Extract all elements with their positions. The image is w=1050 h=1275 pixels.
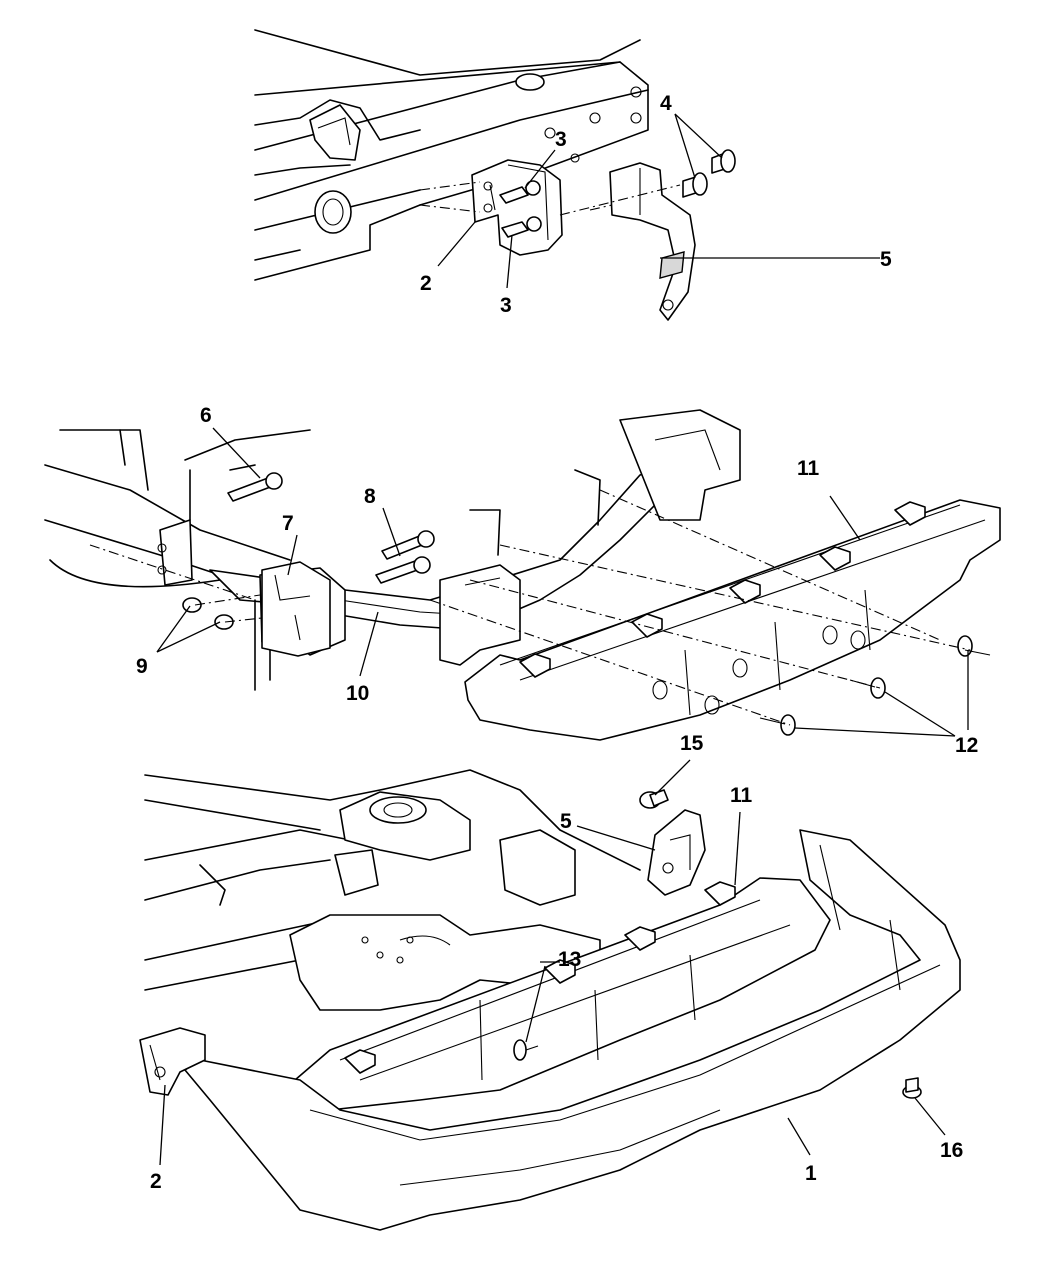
middle-view-frame <box>44 429 311 588</box>
push-pin-part-13 <box>513 1039 539 1061</box>
callout-15: 15 <box>680 732 704 755</box>
reinforcement-part-11-bottom <box>294 877 831 1111</box>
callout-9: 9 <box>136 655 148 678</box>
callout-4: 4 <box>660 92 672 115</box>
nut-part-15 <box>639 789 669 809</box>
fastener-part-16 <box>902 1077 922 1099</box>
bracket-part-7 <box>261 561 331 657</box>
callout-8: 8 <box>364 485 376 508</box>
bracket-part-2-top <box>471 159 563 256</box>
callout-5-bottom: 5 <box>560 810 572 833</box>
top-view-frame-assembly <box>254 29 649 281</box>
callout-3-lower: 3 <box>500 294 512 317</box>
reinforcement-part-11-middle <box>464 499 1001 741</box>
callout-16: 16 <box>940 1139 963 1162</box>
bottom-view-frame <box>144 769 641 991</box>
callout-1: 1 <box>805 1162 817 1185</box>
bracket-part-5-bottom <box>647 809 706 896</box>
callout-2-bottom: 2 <box>150 1170 162 1193</box>
callout-11-bottom: 11 <box>730 784 753 807</box>
fasteners-part-4-top <box>682 149 736 198</box>
bracket-part-2-bottom <box>139 1027 206 1096</box>
callout-3-upper: 3 <box>555 128 567 151</box>
callout-7: 7 <box>282 512 294 535</box>
nuts-part-9 <box>182 597 234 630</box>
callout-11-middle: 11 <box>797 457 820 480</box>
bolts-part-6-and-8 <box>227 472 435 584</box>
callout-6: 6 <box>200 404 212 427</box>
top-view-centerlines <box>419 181 681 216</box>
callout-13: 13 <box>558 948 581 971</box>
leader-lines <box>156 113 969 1166</box>
middle-view-centerlines <box>89 489 971 726</box>
bumper-fascia-part-1 <box>184 829 961 1231</box>
callout-labels: 4 3 5 2 3 6 8 11 7 9 10 12 15 11 5 13 16… <box>136 92 978 1193</box>
callout-12: 12 <box>955 734 978 757</box>
callout-10: 10 <box>346 682 369 705</box>
callout-2-top: 2 <box>420 272 432 295</box>
bolts-part-3-top <box>499 180 542 238</box>
callout-5-top: 5 <box>880 248 892 271</box>
